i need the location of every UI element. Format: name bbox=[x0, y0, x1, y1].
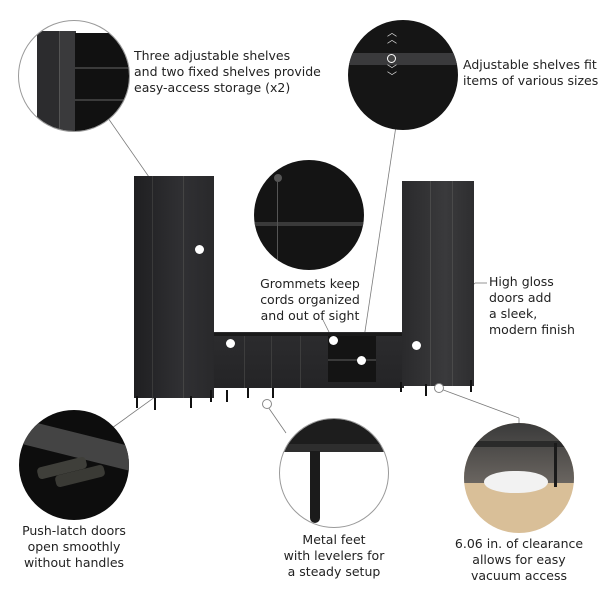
callout-dot-shelves bbox=[195, 245, 204, 254]
chevron-down-icon: ﹀ bbox=[387, 65, 397, 76]
metal-feet-caption: Metal feet with levelers for a steady se… bbox=[283, 532, 385, 579]
callout-dot-adjustable bbox=[357, 356, 366, 365]
push-latch-detail-image bbox=[19, 410, 129, 520]
clearance-detail-image bbox=[464, 423, 574, 533]
shelf-pin-icon bbox=[387, 54, 396, 63]
chevron-up-icon: ︿ bbox=[387, 28, 397, 39]
shelves-storage-caption: Three adjustable shelves and two fixed s… bbox=[134, 48, 321, 95]
high-gloss-caption: High gloss doors add a sleek, modern fin… bbox=[489, 274, 575, 337]
grommets-caption: Grommets keep cords organized and out of… bbox=[260, 276, 360, 323]
callout-dot-clearance bbox=[434, 383, 444, 393]
chevron-up-icon: ︿ bbox=[387, 35, 397, 46]
adjustable-shelf-detail-image: ︿ ︿ ﹀ ﹀ bbox=[348, 20, 458, 130]
adjustable-shelves-caption: Adjustable shelves fit items of various … bbox=[463, 57, 599, 88]
metal-feet-detail-image bbox=[279, 418, 389, 528]
callout-dot-metal-feet bbox=[262, 399, 272, 409]
grommets-detail-image bbox=[254, 160, 364, 270]
chevron-down-icon: ﹀ bbox=[387, 72, 397, 83]
push-latch-caption: Push-latch doors open smoothly without h… bbox=[22, 523, 126, 570]
shelves-detail-image bbox=[18, 20, 130, 132]
callout-dot-grommets bbox=[329, 336, 338, 345]
callout-dot-high-gloss bbox=[412, 341, 421, 350]
callout-dot-push-latch bbox=[226, 339, 235, 348]
clearance-caption: 6.06 in. of clearance allows for easy va… bbox=[454, 536, 584, 583]
